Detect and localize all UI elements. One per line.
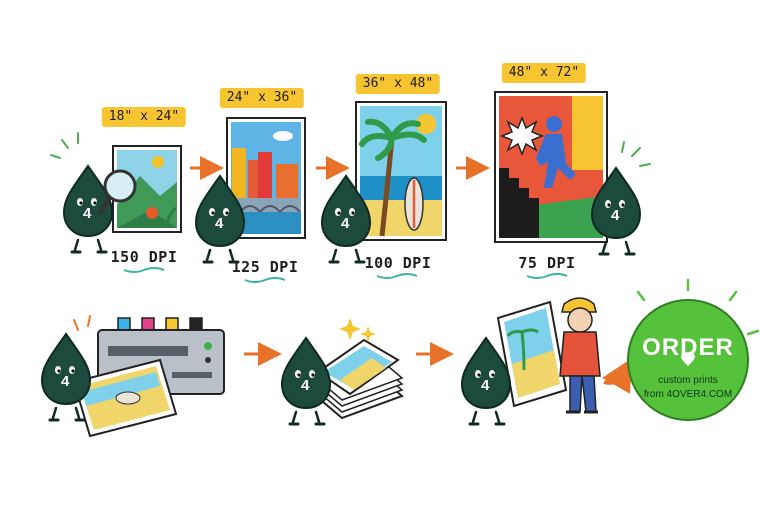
poster-18x24 bbox=[112, 145, 182, 233]
dpi-underlines bbox=[123, 267, 568, 283]
print-stack bbox=[314, 318, 404, 420]
mascot-label-6: 4 bbox=[301, 377, 310, 394]
size-tag-3: 36" x 48" bbox=[355, 74, 441, 94]
dpi-label-1: 150 DPI bbox=[110, 248, 178, 266]
order-line-2: from 4OVER4.COM bbox=[643, 389, 733, 400]
mascot-label-2: 4 bbox=[215, 215, 224, 232]
mascot-label-1: 4 bbox=[83, 205, 92, 222]
dpi-label-4: 75 DPI bbox=[518, 254, 576, 272]
order-badge bbox=[627, 278, 760, 421]
arrows-bottom bbox=[244, 342, 632, 394]
size-tag-1: 18" x 24" bbox=[101, 107, 187, 127]
dpi-label-2: 125 DPI bbox=[231, 258, 299, 276]
mascot-thumbs-up bbox=[590, 141, 651, 256]
size-tag-2: 24" x 36" bbox=[219, 88, 305, 108]
dpi-label-3: 100 DPI bbox=[364, 254, 432, 272]
poster-36x48 bbox=[355, 101, 447, 241]
held-print bbox=[496, 300, 568, 408]
size-tag-4: 48" x 72" bbox=[501, 63, 587, 83]
mascot-label-3: 4 bbox=[341, 215, 350, 232]
poster-48x72 bbox=[494, 91, 608, 243]
mascot-label-7: 4 bbox=[481, 377, 490, 394]
customer bbox=[559, 297, 601, 414]
printed-sheet bbox=[72, 358, 178, 438]
order-line-1: custom prints bbox=[658, 375, 718, 386]
mascot-label-5: 4 bbox=[61, 373, 70, 390]
mascot-printer bbox=[40, 315, 92, 422]
order-title: ORDER bbox=[642, 334, 734, 361]
mascot-label-4: 4 bbox=[611, 207, 620, 224]
mascot-with-magnifier bbox=[50, 132, 137, 254]
